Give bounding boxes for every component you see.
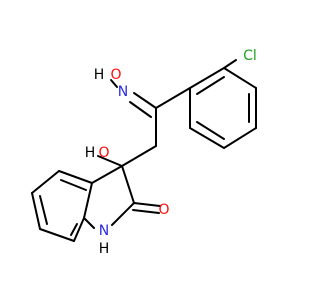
bond bbox=[97, 155, 123, 167]
bond bbox=[133, 202, 161, 207]
bond bbox=[133, 92, 157, 109]
ring-hydrogen-label: H bbox=[99, 241, 110, 257]
bond bbox=[110, 79, 118, 88]
bond bbox=[31, 192, 41, 230]
bond bbox=[58, 170, 93, 184]
bond bbox=[196, 121, 225, 140]
oxime-oxygen-label: O bbox=[110, 67, 121, 83]
carbonyl-oxygen-label: O bbox=[158, 202, 169, 218]
bond bbox=[70, 223, 78, 236]
chlorine-label: Cl bbox=[243, 48, 257, 64]
ring-nitrogen-label: N bbox=[99, 223, 109, 239]
bond bbox=[121, 165, 135, 204]
bond bbox=[223, 127, 257, 149]
hydroxy-oxygen-label: O bbox=[98, 145, 109, 161]
bond bbox=[155, 87, 191, 109]
bond bbox=[83, 182, 93, 219]
bond bbox=[111, 202, 135, 226]
bond bbox=[196, 76, 225, 95]
bond bbox=[60, 179, 87, 191]
bond bbox=[189, 127, 225, 149]
bond bbox=[73, 217, 85, 242]
bond bbox=[39, 195, 48, 225]
bond-lines bbox=[31, 59, 257, 242]
oxime-nitrogen-label: N bbox=[118, 84, 128, 100]
atom-labels: Cl O H N O H O N H bbox=[85, 48, 257, 257]
hydroxy-hydrogen-label: H bbox=[85, 145, 96, 161]
bond bbox=[132, 209, 160, 214]
bond bbox=[129, 101, 152, 118]
molecule-diagram: Cl O H N O H O N H bbox=[31, 48, 257, 257]
bond bbox=[83, 217, 95, 229]
bond bbox=[91, 165, 123, 184]
bond bbox=[189, 67, 225, 89]
bond bbox=[39, 228, 75, 242]
bond bbox=[223, 59, 237, 69]
oxime-hydrogen-label: H bbox=[94, 67, 105, 83]
bond bbox=[223, 67, 257, 89]
bond bbox=[31, 170, 60, 194]
bond bbox=[121, 145, 157, 167]
